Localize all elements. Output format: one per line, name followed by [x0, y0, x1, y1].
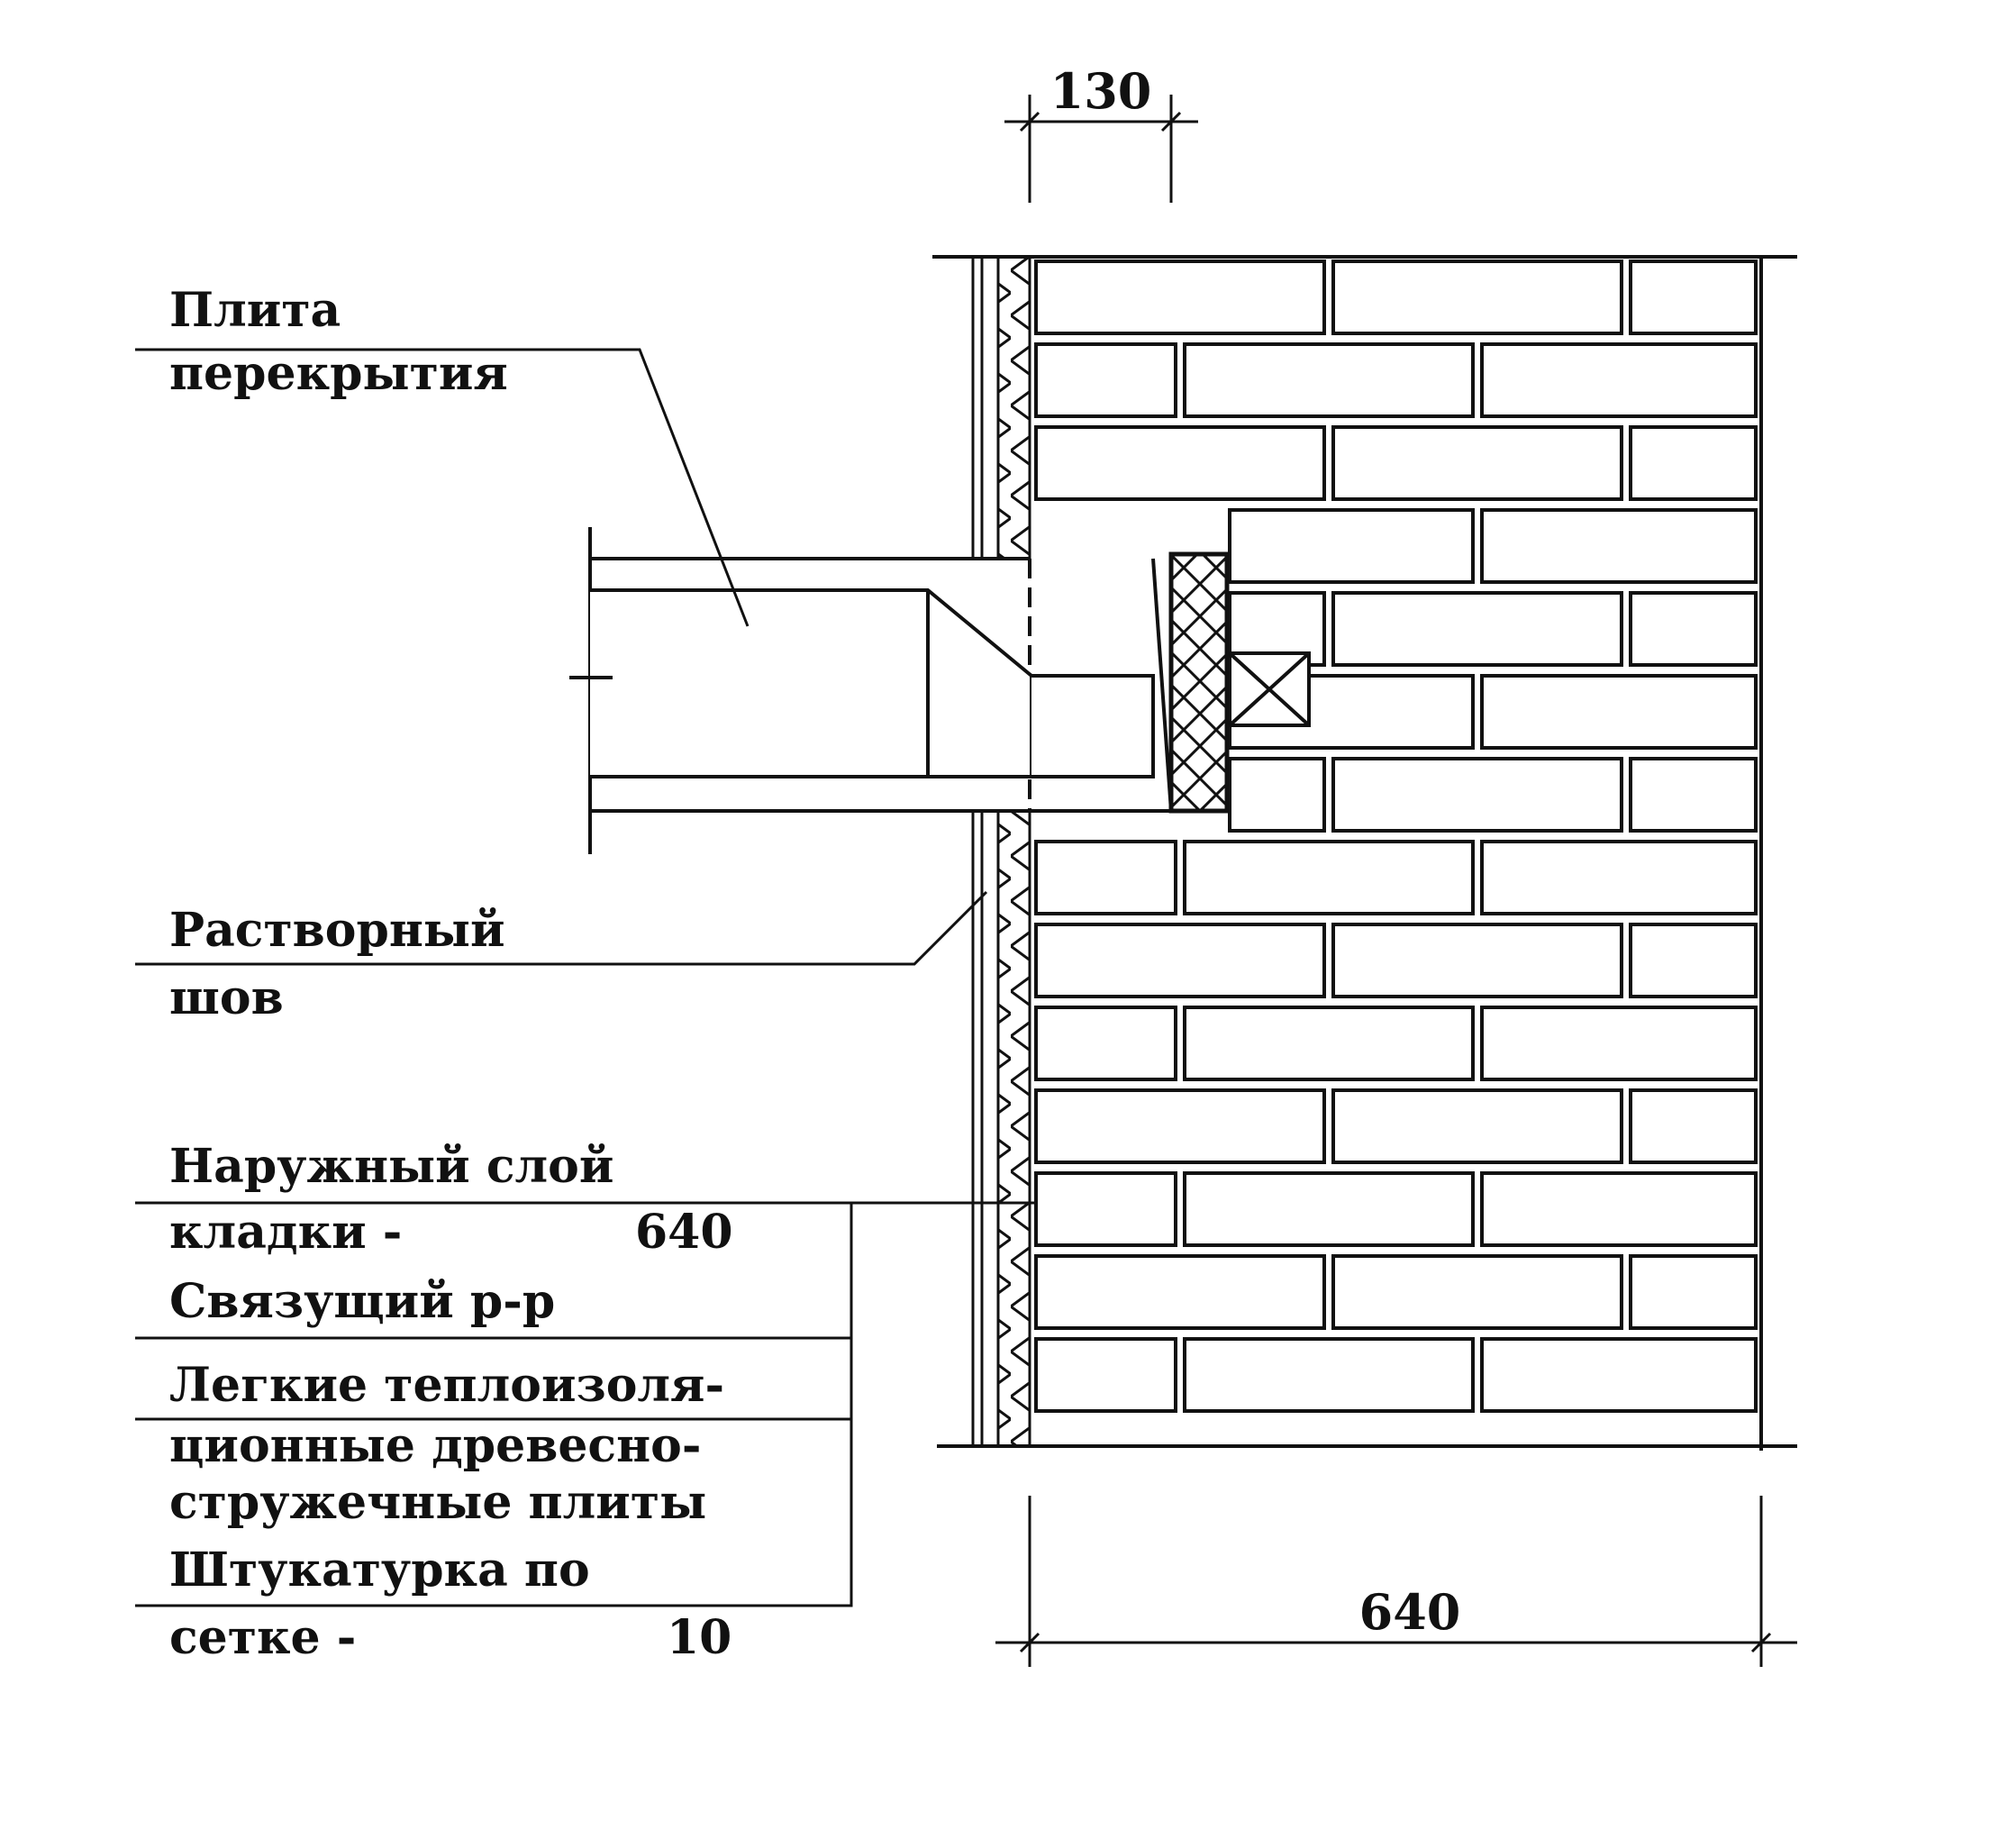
insulation-strip	[996, 255, 1031, 1448]
brick	[1183, 1337, 1475, 1413]
brick	[1034, 342, 1177, 418]
label-outer-value: 640	[635, 1205, 733, 1260]
brick	[1629, 923, 1758, 998]
label-plaster-value: 10	[667, 1610, 731, 1665]
brick	[1034, 259, 1326, 335]
text-labels: Плита перекрытия Растворный шов Наружный…	[169, 283, 733, 1665]
brick	[1331, 923, 1623, 998]
dimension-130	[1004, 95, 1198, 203]
label-insul-3: стружечные плиты	[169, 1475, 706, 1530]
brick	[1629, 591, 1758, 667]
brick	[1331, 425, 1623, 501]
leader-lines	[135, 348, 1036, 1607]
brick	[1629, 425, 1758, 501]
brick	[1034, 425, 1326, 501]
brick	[1034, 840, 1177, 915]
label-plaster-2: сетке -	[169, 1610, 356, 1665]
brick	[1034, 1337, 1177, 1413]
brick	[1480, 1337, 1758, 1413]
brick	[1183, 1006, 1475, 1081]
brick	[1331, 757, 1623, 833]
brick	[1034, 1006, 1177, 1081]
brick	[1228, 508, 1475, 584]
label-slab-1: Плита	[169, 283, 341, 338]
label-slab-2: перекрытия	[169, 346, 508, 401]
brick	[1034, 1254, 1326, 1330]
masonry-bricks	[1034, 259, 1758, 1413]
brick	[1629, 1088, 1758, 1164]
brick	[1331, 1254, 1623, 1330]
brick	[1331, 259, 1623, 335]
brick	[1034, 1088, 1326, 1164]
brick	[1629, 1254, 1758, 1330]
brick	[1228, 757, 1326, 833]
brick	[1183, 840, 1475, 915]
brick	[1629, 259, 1758, 335]
brick	[1480, 1006, 1758, 1081]
dimension-640	[995, 1496, 1797, 1667]
floor-slab	[569, 527, 1173, 854]
brick	[1480, 1171, 1758, 1247]
label-outer-2: кладки -	[169, 1205, 402, 1260]
dimension-top-value: 130	[1050, 62, 1152, 120]
brick	[1034, 1171, 1177, 1247]
brick	[1480, 674, 1758, 750]
brick	[1331, 591, 1623, 667]
label-seam-2: шов	[169, 970, 284, 1025]
brick	[1183, 342, 1475, 418]
brick	[1331, 1088, 1623, 1164]
dimension-bottom-value: 640	[1359, 1583, 1461, 1641]
brick	[1480, 508, 1758, 584]
label-insul-1: Легкие теплоизоля-	[169, 1358, 724, 1413]
label-outer-1: Наружный слой	[169, 1139, 613, 1194]
label-plaster-1: Штукатурка по	[169, 1543, 590, 1598]
label-binder: Связущий р-р	[169, 1274, 555, 1329]
label-insul-2: ционные древесно-	[169, 1418, 701, 1473]
frame-lines	[932, 255, 1797, 1451]
brick	[1480, 840, 1758, 915]
brick	[1480, 342, 1758, 418]
brick	[1034, 923, 1326, 998]
brick	[1183, 1171, 1475, 1247]
brick	[1629, 757, 1758, 833]
plaster-layer	[971, 257, 984, 1446]
label-seam-1: Растворный	[169, 903, 505, 958]
slab-insulation-block	[1168, 551, 1311, 814]
